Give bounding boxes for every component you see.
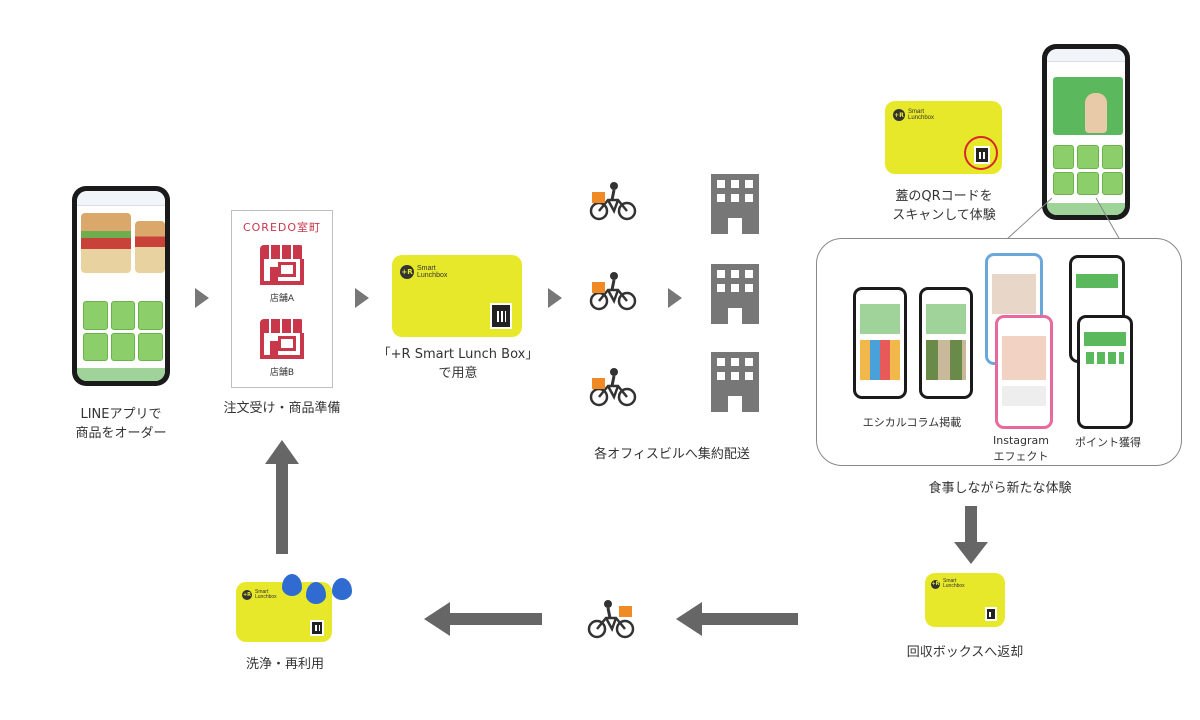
label-box: 「+R Smart Lunch Box」 で用意 — [377, 347, 539, 381]
label-column: エシカルコラム掲載 — [862, 416, 962, 429]
delivery-bike-icon — [589, 272, 637, 311]
arrow-right-icon — [548, 288, 562, 308]
store-b-icon — [260, 319, 304, 359]
label-experience: 食事しながら新たな体験 — [928, 481, 1072, 496]
label-deliver: 各オフィスビルへ集約配送 — [594, 447, 750, 462]
label-return: 回収ボックスへ返却 — [906, 645, 1024, 660]
points-phone — [1077, 315, 1133, 429]
qr-code-icon — [985, 607, 997, 621]
smart-lunchbox-scan: +R Smart Lunchbox — [885, 101, 1002, 174]
label-wash: 洗浄・再利用 — [245, 657, 324, 672]
smart-lunchbox: +R Smart Lunchbox — [392, 255, 522, 337]
arrow-right-icon — [668, 288, 682, 308]
delivery-bike-icon — [589, 368, 637, 407]
coredo-logo: COREDO室町 — [242, 221, 322, 234]
box-brand-line1: Smart — [908, 109, 925, 115]
box-brand-line2: Lunchbox — [417, 272, 448, 279]
qr-code-icon — [310, 620, 324, 636]
collection-bike-icon — [587, 600, 635, 639]
label-instagram: Instagram エフェクト — [993, 434, 1049, 463]
qr-code-icon — [490, 303, 512, 329]
box-brand-line1: Smart — [255, 589, 269, 595]
arrow-right-icon — [195, 288, 209, 308]
hand-icon — [1085, 93, 1107, 133]
label-scan: 蓋のQRコードを スキャンして体験 — [892, 189, 996, 223]
menu-grid — [1053, 145, 1123, 195]
phone-screen — [77, 191, 165, 381]
office-building-icon — [711, 264, 759, 324]
store-b-label: 店舗B — [269, 368, 295, 378]
smart-lunchbox-return: +R Smart Lunchbox — [925, 573, 1005, 627]
arrow-down-icon — [954, 506, 988, 564]
arrow-right-icon — [355, 288, 369, 308]
sandwich-image-2 — [135, 221, 165, 273]
store-panel: COREDO室町 店舗A 店舗B — [231, 210, 333, 388]
arrow-up-icon — [265, 440, 299, 554]
office-building-icon — [711, 352, 759, 412]
scan-phone — [1042, 44, 1130, 220]
label-prep: 注文受け・商品準備 — [223, 401, 341, 416]
label-order: LINEアプリで 商品をオーダー — [75, 407, 167, 441]
store-a-icon — [260, 245, 304, 285]
box-brand-line2: Lunchbox — [943, 583, 965, 589]
arrow-left-icon — [424, 602, 542, 636]
office-building-icon — [711, 174, 759, 234]
connector-lines — [1005, 197, 1121, 241]
box-brand-line1: Smart — [943, 578, 957, 584]
box-brand-line2: Lunchbox — [255, 594, 277, 600]
box-brand-line1: Smart — [417, 265, 436, 272]
lunchbox-logo-icon: +R — [893, 109, 905, 121]
menu-grid — [83, 301, 163, 361]
delivery-bike-icon — [589, 182, 637, 221]
sandwich-image — [81, 213, 131, 273]
scan-highlight-circle — [964, 136, 998, 170]
column-phone — [853, 287, 907, 399]
lunchbox-logo-icon: +R — [242, 590, 252, 600]
store-a-label: 店舗A — [269, 294, 295, 304]
arrow-left-icon — [676, 602, 798, 636]
experience-bubble: エシカルコラム掲載 Instagram エフェクト ポイント獲得 — [816, 238, 1182, 466]
column-phone-2 — [919, 287, 973, 399]
lunchbox-logo-icon: +R — [400, 265, 414, 279]
line-app-phone — [72, 186, 170, 386]
label-points: ポイント獲得 — [1075, 436, 1141, 449]
box-brand-line2: Lunchbox — [908, 115, 935, 121]
lunchbox-logo-icon: +R — [931, 579, 940, 589]
instagram-phone — [995, 315, 1053, 429]
